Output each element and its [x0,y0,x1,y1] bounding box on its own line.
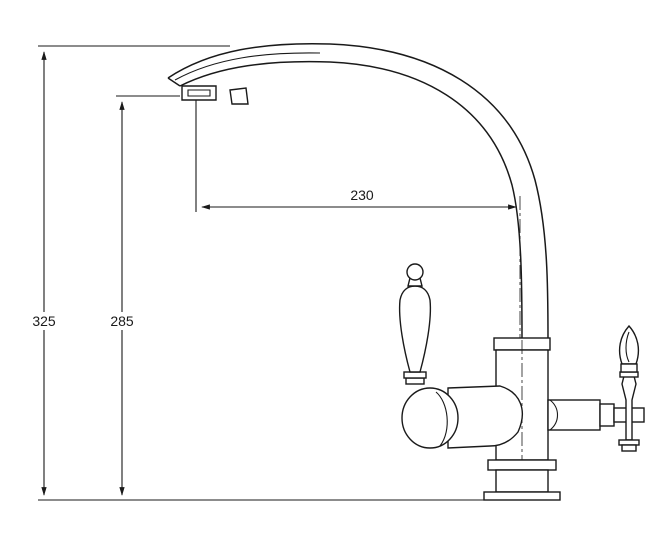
filter-handle-finial [618,324,640,365]
lever-knob [406,263,424,281]
outlet-tap-water [229,87,249,105]
lever-handle-porcelain [398,285,432,373]
filter-valve-collar [599,403,615,427]
faucet-body [483,337,561,501]
outlet-filter-water [181,85,217,101]
filter-valve-housing [547,399,601,431]
dimension-spout-reach: 230 [195,100,517,212]
filter-lever-right [547,324,645,452]
dimension-spout-height: 285 [106,95,180,496]
body-lower-collar [487,459,557,471]
label-backdrop [28,312,60,330]
mixer-cartridge [447,385,523,449]
spout-inner-edge [179,60,523,341]
body-base [495,469,549,493]
spout-highlight [174,52,321,81]
mixer-hub [401,387,459,449]
dimension-label-285: 285 [110,313,134,329]
spout-outer-edge [167,42,549,341]
faucet-spout [167,42,549,341]
dimension-label-325: 325 [32,313,56,329]
dimension-total-height: 325 [28,45,230,496]
lever-collar-ring [405,377,425,385]
dimension-label-230: 230 [350,187,374,203]
label-backdrop [106,312,138,330]
mixer-lever-left [398,263,523,449]
body-base-plate [483,491,561,501]
